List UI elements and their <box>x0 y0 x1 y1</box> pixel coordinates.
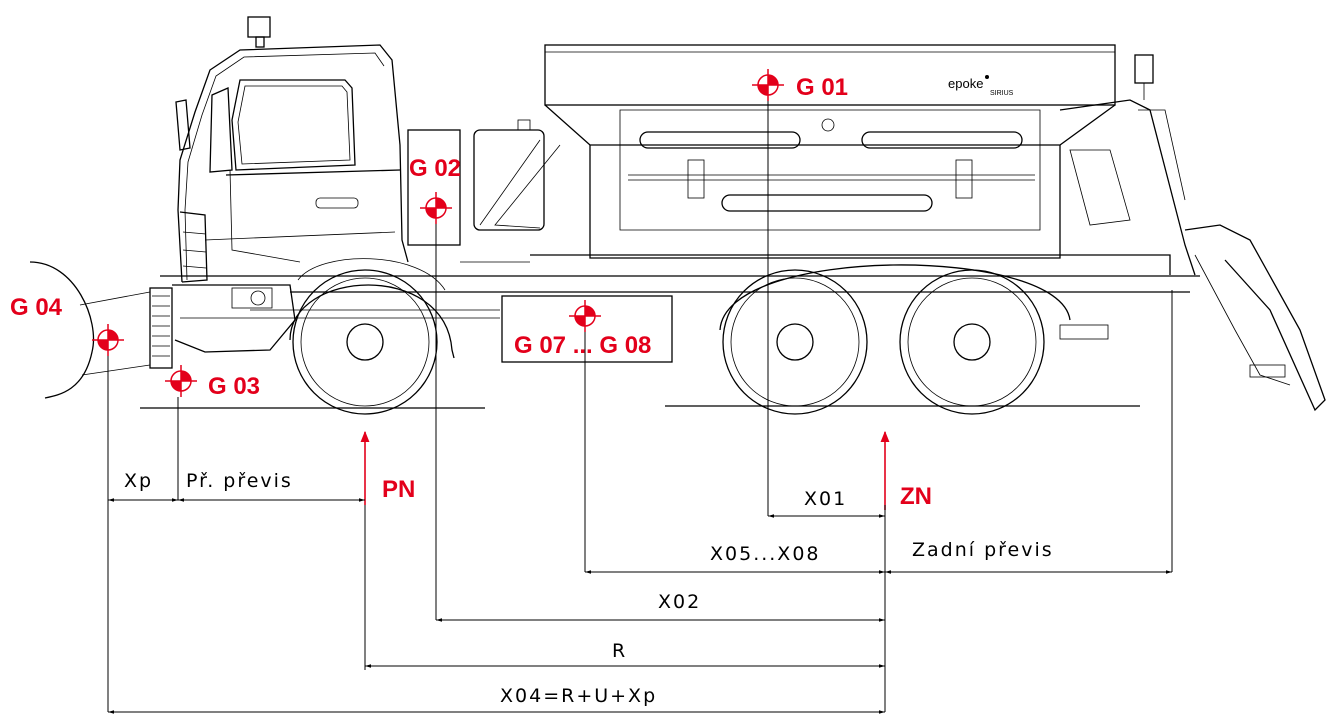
label-x04: X04=R+U+Xp <box>500 685 657 707</box>
truck-illustration <box>29 16 1326 415</box>
label-g04: G 04 <box>10 294 63 321</box>
label-r: R <box>612 640 627 662</box>
label-rear-axle: ZN <box>900 483 932 510</box>
label-x02: X02 <box>658 591 701 613</box>
brand-dot <box>985 75 989 79</box>
label-g01: G 01 <box>796 74 848 101</box>
label-xp: Xp <box>124 470 153 492</box>
label-g02: G 02 <box>409 155 461 182</box>
label-rear-overhang: Zadní převis <box>912 539 1054 561</box>
label-front-overhang: Př. převis <box>186 470 293 492</box>
label-x01: X01 <box>804 488 847 510</box>
label-g03: G 03 <box>208 373 260 400</box>
gravity-marker-g04 <box>92 324 124 356</box>
gravity-marker-g02 <box>420 192 452 224</box>
extension-lines <box>107 101 1173 712</box>
brand-name: epoke <box>948 76 983 91</box>
label-x05-x08: X05...X08 <box>710 543 821 565</box>
brand-model: SIRIUS <box>990 90 1014 97</box>
label-g07-g08: G 07 ... G 08 <box>514 332 651 359</box>
gravity-marker-g03 <box>165 365 197 397</box>
gravity-marker-g07 <box>569 300 601 332</box>
label-front-axle: PN <box>382 476 415 503</box>
gravity-marker-g01 <box>752 69 784 101</box>
g07-g08-box <box>501 295 673 363</box>
